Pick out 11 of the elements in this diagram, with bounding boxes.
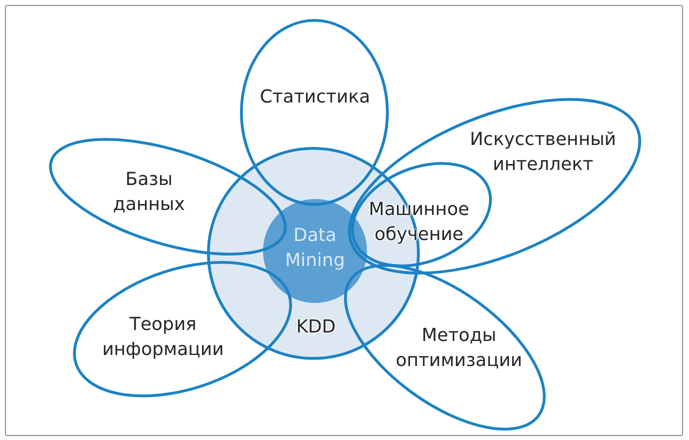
topic-label: Методы оптимизации <box>396 324 522 373</box>
topic-label: Базы данных <box>113 168 185 217</box>
topic-label: Статистика <box>260 85 370 110</box>
circle-label: Data Mining <box>285 224 345 273</box>
inner-circle <box>262 198 367 303</box>
topic-ellipse <box>49 138 287 256</box>
topic-label: Теория информации <box>102 312 224 362</box>
topic-ellipse <box>344 264 546 430</box>
topic-label: Искусственный интеллект <box>470 128 616 177</box>
topic-ellipse <box>350 162 492 268</box>
circle-label: KDD <box>296 315 336 340</box>
